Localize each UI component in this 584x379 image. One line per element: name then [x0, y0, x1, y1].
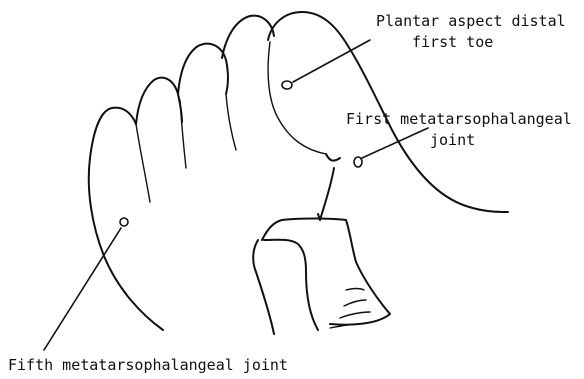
third-toe-crease: [180, 100, 186, 168]
fifth-mtp-leader-line: [44, 228, 121, 350]
holder-mark-2: [340, 312, 370, 318]
first-mtp-label-line1: First metatarsophalangeal: [346, 110, 572, 128]
fourth-toe-outline: [136, 78, 182, 124]
fifth-mtp-label: Fifth metatarsophalangeal joint: [8, 356, 288, 374]
holder-left-edge: [253, 240, 274, 334]
holder-mark-4: [346, 289, 364, 291]
holder-inner: [264, 240, 318, 330]
plantar-leader-line: [293, 40, 370, 82]
medial-edge: [326, 154, 340, 161]
plantar-label-line2: first toe: [412, 33, 493, 51]
holder-mark-1: [344, 300, 366, 306]
foot-outline: [89, 12, 508, 330]
first-mtp-leader-line: [362, 128, 428, 158]
fifth-mtp-marker: [120, 218, 128, 226]
first-mtp-marker: [354, 157, 362, 167]
first-mtp-label-line2: joint: [430, 131, 475, 149]
plantar-first-toe-marker: [282, 81, 292, 89]
holder-body: [262, 219, 390, 325]
first-toe-crease: [268, 42, 326, 154]
fourth-toe-crease: [136, 124, 150, 202]
second-toe-crease: [226, 94, 236, 150]
probe-holder: [253, 168, 390, 334]
probe-stem: [320, 168, 334, 220]
third-toe-outline: [178, 44, 228, 94]
plantar-label-line1: Plantar aspect distal: [376, 12, 566, 30]
second-toe-outline: [222, 16, 274, 58]
